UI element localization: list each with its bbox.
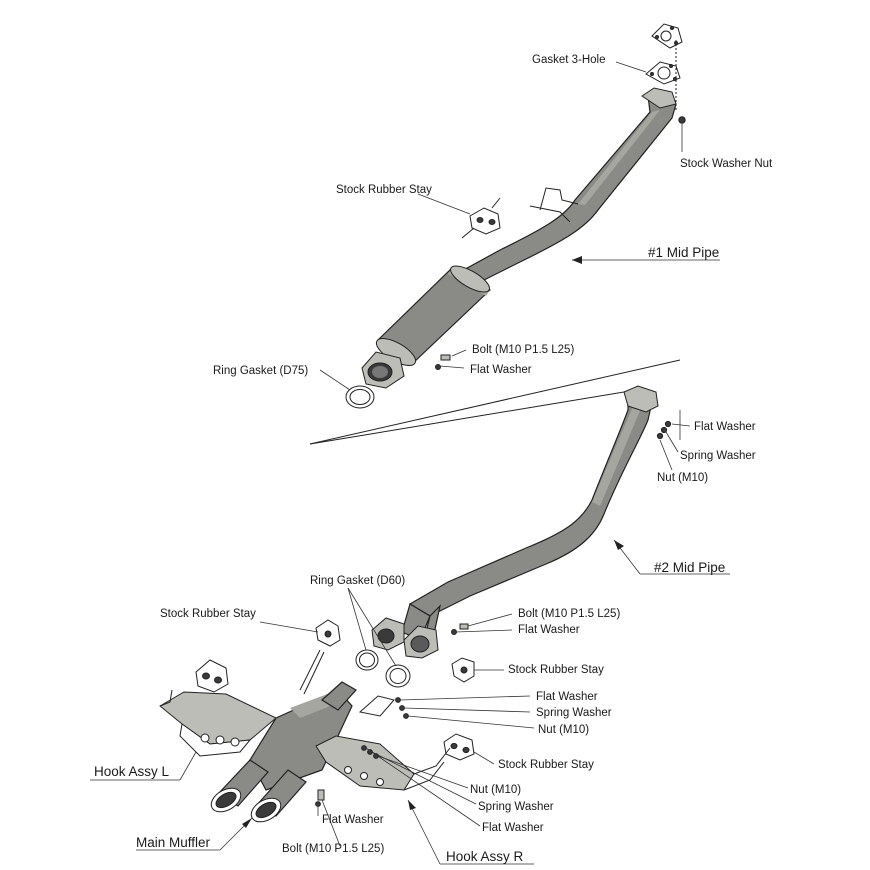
- ring-gasket-d75: [345, 385, 375, 409]
- stock-rubber-stay-2: [299, 619, 341, 695]
- gasket-3-hole: [645, 61, 681, 85]
- label-stock-rubber-stay-3: Stock Rubber Stay: [508, 664, 604, 676]
- bolt-flat-washer-6: [315, 789, 325, 807]
- label-group: Gasket 3-Hole Stock Washer Nut Stock Rub…: [94, 54, 773, 864]
- hook-assy-l: [159, 689, 277, 757]
- label-flat-washer-3: Flat Washer: [518, 624, 580, 636]
- bolt-flat-washer-1: [435, 354, 451, 370]
- label-stock-rubber-stay-2: Stock Rubber Stay: [160, 608, 256, 620]
- label-hook-assy-r: Hook Assy R: [446, 849, 524, 864]
- main-muffler: [210, 681, 357, 823]
- mid-pipe-1: [361, 87, 677, 389]
- label-flat-washer-1: Flat Washer: [470, 364, 532, 376]
- label-ring-gasket-d75: Ring Gasket (D75): [213, 365, 308, 377]
- label-bolt-1: Bolt (M10 P1.5 L25): [472, 344, 574, 356]
- stock-washer-nut: [678, 116, 686, 124]
- label-stock-rubber-stay-1: Stock Rubber Stay: [336, 184, 432, 196]
- label-flat-washer-4: Flat Washer: [536, 691, 598, 703]
- label-nut-m10-2: Nut (M10): [657, 472, 708, 484]
- label-mid-pipe-2: #2 Mid Pipe: [654, 560, 725, 575]
- label-hook-assy-l: Hook Assy L: [94, 764, 170, 779]
- stock-rubber-stay-4: [443, 733, 475, 761]
- hook-assy-r: [315, 735, 451, 791]
- mid-pipe-2: [371, 385, 659, 659]
- label-nut-m10-5: Nut (M10): [470, 784, 521, 796]
- label-spring-washer-2: Spring Washer: [680, 450, 756, 462]
- hardware-upper-right: [656, 420, 672, 440]
- leader-lines: [90, 61, 730, 865]
- label-gasket-3-hole: Gasket 3-Hole: [532, 54, 606, 66]
- label-stock-rubber-stay-4: Stock Rubber Stay: [498, 759, 594, 771]
- label-bolt-3: Bolt (M10 P1.5 L25): [518, 608, 620, 620]
- stock-rubber-stay-3: [451, 657, 475, 683]
- label-flat-washer-5: Flat Washer: [482, 822, 544, 834]
- hardware-mid: [358, 695, 409, 719]
- bolt-flat-washer-3: [451, 623, 469, 635]
- label-main-muffler: Main Muffler: [136, 835, 211, 850]
- stock-rubber-stay-left: [195, 659, 229, 693]
- ring-gasket-d60-pair: [355, 649, 411, 688]
- label-ring-gasket-d60: Ring Gasket (D60): [310, 575, 405, 587]
- label-spring-washer-4: Spring Washer: [536, 707, 612, 719]
- label-spring-washer-5: Spring Washer: [478, 801, 554, 813]
- stock-rubber-stay-1: [469, 207, 501, 235]
- label-mid-pipe-1: #1 Mid Pipe: [648, 245, 719, 260]
- label-nut-m10-4: Nut (M10): [538, 724, 589, 736]
- gasket-3-hole-upper: [651, 23, 683, 49]
- label-bolt-6: Bolt (M10 P1.5 L25): [282, 843, 384, 855]
- label-stock-washer-nut: Stock Washer Nut: [680, 158, 773, 170]
- label-flat-washer-2: Flat Washer: [694, 421, 756, 433]
- label-flat-washer-6: Flat Washer: [322, 814, 384, 826]
